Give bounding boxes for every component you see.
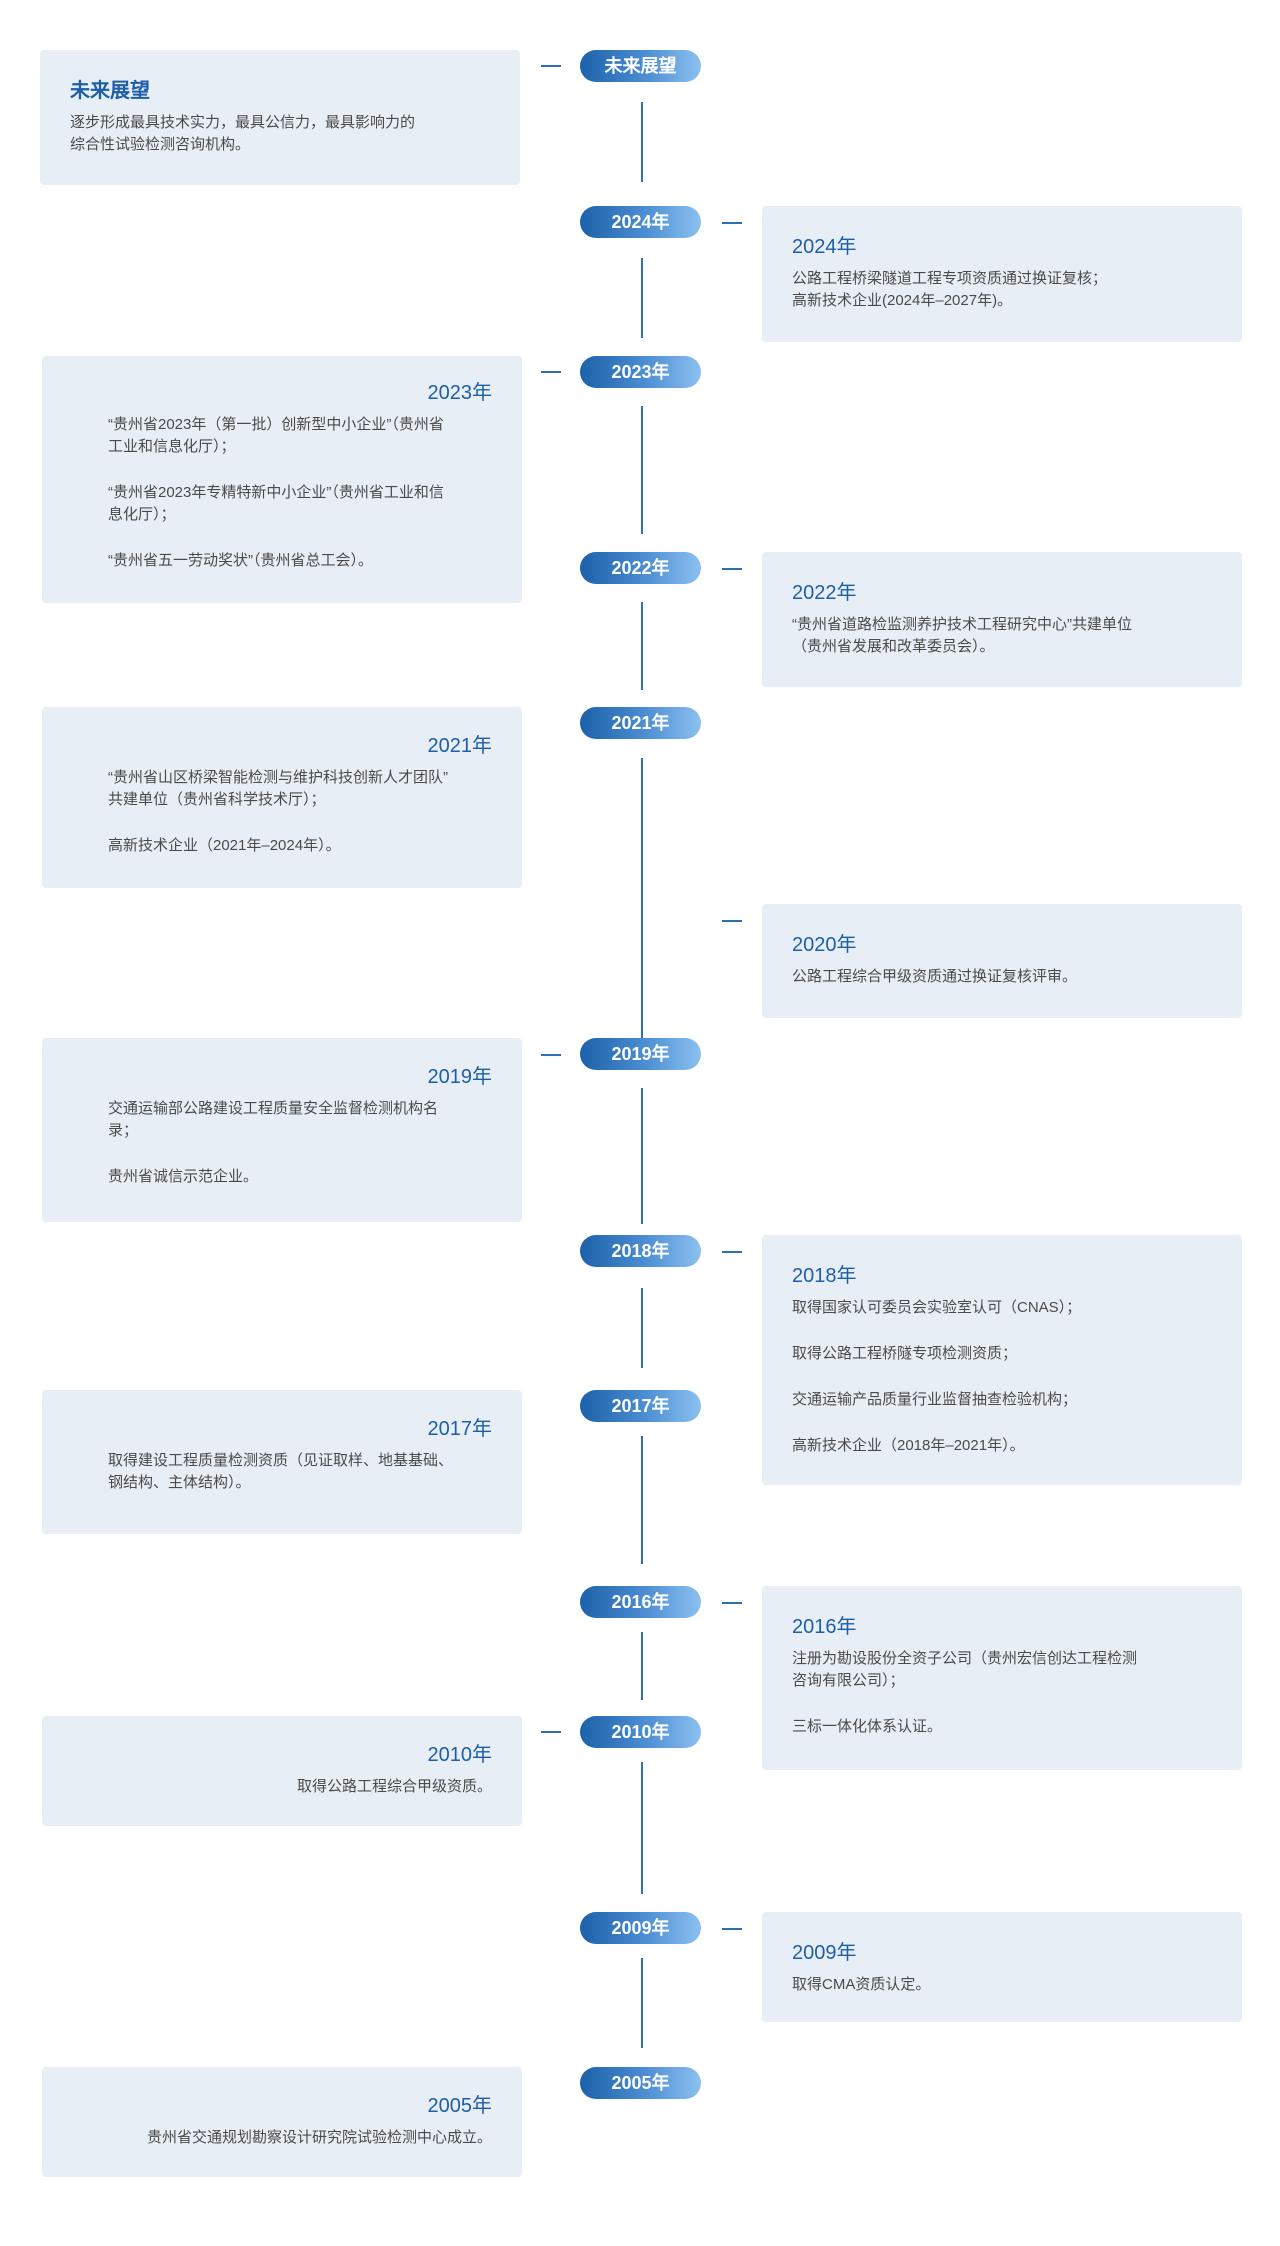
connector-tick [541,1054,561,1056]
card-text: 取得国家认可委员会实验室认可（CNAS）； [792,1299,1082,1316]
timeline-card-2018: 2018年 取得国家认可委员会实验室认可（CNAS）； 取得公路工程桥隧专项检测… [762,1235,1242,1485]
card-title: 2005年 [427,2095,493,2117]
card-title: 未来展望 [70,80,150,102]
card-text: 共建单位（贵州省科学技术厅）； [108,791,326,808]
year-badge-2022: 2022年 [580,552,701,584]
card-text: 取得建设工程质量检测资质（见证取样、地基基础、 [108,1452,454,1469]
timeline-card-2019: 2019年 交通运输部公路建设工程质量安全监督检测机构名 录； 贵州省诚信示范企… [42,1038,522,1222]
timeline-spine [641,406,643,534]
card-text: “贵州省五一劳动奖状”（贵州省总工会）。 [108,552,373,569]
connector-tick [722,1928,742,1930]
timeline-spine [641,1762,643,1894]
timeline-card-2020: 2020年 公路工程综合甲级资质通过换证复核评审。 [762,904,1242,1018]
connector-tick [541,1731,561,1733]
timeline-card-2022: 2022年 “贵州省道路检监测养护技术工程研究中心”共建单位 （贵州省发展和改革… [762,552,1242,687]
connector-tick [722,920,742,922]
card-text: 咨询有限公司）； [792,1672,905,1689]
card-text: 高新技术企业（2021年–2024年）。 [108,837,341,854]
timeline-spine [641,1288,643,1368]
year-badge-2021: 2021年 [580,707,701,739]
timeline-spine [641,1958,643,2048]
card-text: “贵州省道路检监测养护技术工程研究中心”共建单位 [792,616,1132,633]
timeline-spine [641,1088,643,1224]
card-text: 交通运输部公路建设工程质量安全监督检测机构名 [108,1100,439,1117]
connector-tick [722,222,742,224]
card-text: 贵州省诚信示范企业。 [108,1168,259,1185]
card-text: 公路工程桥梁隧道工程专项资质通过换证复核； [792,270,1108,287]
timeline-card-2009: 2009年 取得CMA资质认定。 [762,1912,1242,2022]
year-badge-2024: 2024年 [580,206,701,238]
card-text: 三标一体化体系认证。 [792,1718,943,1735]
card-text: 高新技术企业（2018年–2021年）。 [792,1437,1025,1454]
timeline-spine [641,102,643,182]
card-text: 取得公路工程综合甲级资质。 [296,1778,492,1795]
timeline-card-2016: 2016年 注册为勘设股份全资子公司（贵州宏信创达工程检测 咨询有限公司）； 三… [762,1586,1242,1770]
timeline-card-2005: 2005年 贵州省交通规划勘察设计研究院试验检测中心成立。 [42,2067,522,2177]
card-title: 2010年 [427,1744,493,1766]
card-text: 逐步形成最具技术实力，最具公信力，最具影响力的 [70,114,416,131]
card-title: 2009年 [792,1942,857,1964]
timeline-card-2017: 2017年 取得建设工程质量检测资质（见证取样、地基基础、 钢结构、主体结构）。 [42,1390,522,1534]
card-text: 取得CMA资质认定。 [792,1976,931,1993]
timeline-card-2023: 2023年 “贵州省2023年（第一批）创新型中小企业”（贵州省 工业和信息化厅… [42,356,522,603]
card-text: 公路工程综合甲级资质通过换证复核评审。 [792,968,1078,985]
card-text: 综合性试验检测咨询机构。 [70,136,251,153]
card-text: （贵州省发展和改革委员会）。 [792,638,995,655]
card-title: 2017年 [427,1418,493,1440]
year-badge-2016: 2016年 [580,1586,701,1618]
card-title: 2021年 [427,735,493,757]
timeline-spine [641,1632,643,1700]
card-text: 息化厅）； [108,506,176,523]
card-title: 2016年 [792,1616,857,1638]
card-text: 工业和信息化厅）； [108,438,236,455]
year-badge-2018: 2018年 [580,1235,701,1267]
card-text: 高新技术企业(2024年–2027年)。 [792,292,1013,309]
year-badge-2023: 2023年 [580,356,701,388]
connector-tick [541,371,561,373]
year-badge-2010: 2010年 [580,1716,701,1748]
connector-tick [722,1602,742,1604]
timeline-spine [641,258,643,338]
timeline-spine [641,758,643,1038]
card-title: 2019年 [427,1066,493,1088]
timeline-card-2021: 2021年 “贵州省山区桥梁智能检测与维护科技创新人才团队” 共建单位（贵州省科… [42,707,522,888]
card-text: “贵州省2023年专精特新中小企业”（贵州省工业和信 [108,484,444,501]
timeline-card-future: 未来展望 逐步形成最具技术实力，最具公信力，最具影响力的 综合性试验检测咨询机构… [40,50,520,185]
card-title: 2024年 [792,236,857,258]
card-title: 2018年 [792,1265,857,1287]
card-text: 录； [108,1122,139,1139]
card-text: “贵州省2023年（第一批）创新型中小企业”（贵州省 [108,416,444,433]
year-badge-future: 未来展望 [580,50,701,82]
timeline-card-2024: 2024年 公路工程桥梁隧道工程专项资质通过换证复核； 高新技术企业(2024年… [762,206,1242,342]
year-badge-2009: 2009年 [580,1912,701,1944]
year-badge-2019: 2019年 [580,1038,701,1070]
card-title: 2022年 [792,582,857,604]
card-title: 2020年 [792,934,857,956]
card-title: 2023年 [427,382,493,404]
card-text: 贵州省交通规划勘察设计研究院试验检测中心成立。 [146,2129,492,2146]
connector-tick [541,65,561,67]
card-text: 取得公路工程桥隧专项检测资质； [792,1345,1018,1362]
year-badge-2017: 2017年 [580,1390,701,1422]
card-text: 注册为勘设股份全资子公司（贵州宏信创达工程检测 [792,1650,1138,1667]
year-badge-2005: 2005年 [580,2067,701,2099]
connector-tick [722,1251,742,1253]
card-text: “贵州省山区桥梁智能检测与维护科技创新人才团队” [108,769,448,786]
timeline-spine [641,602,643,690]
connector-tick [722,568,742,570]
card-text: 交通运输产品质量行业监督抽查检验机构； [792,1391,1078,1408]
timeline-card-2010: 2010年 取得公路工程综合甲级资质。 [42,1716,522,1826]
timeline-spine [641,1436,643,1564]
card-text: 钢结构、主体结构）。 [108,1474,251,1491]
